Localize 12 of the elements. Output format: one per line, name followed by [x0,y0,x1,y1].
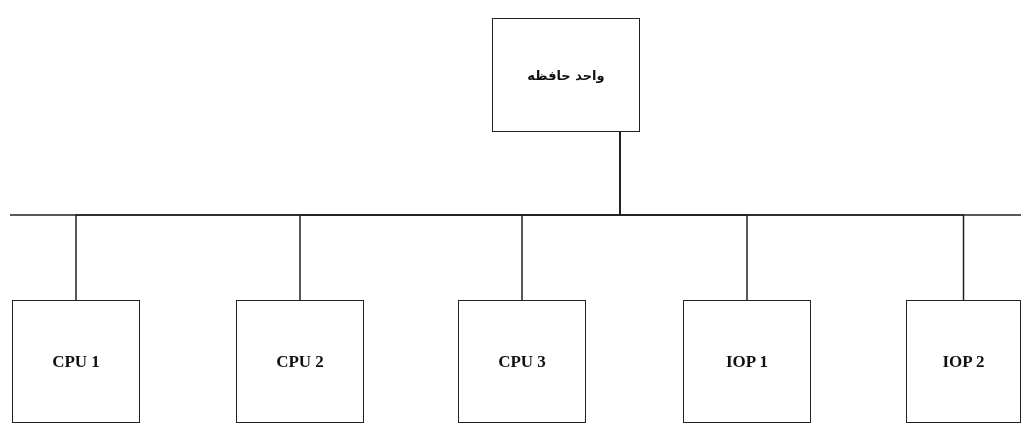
processor-box [236,300,364,423]
node-label: واحد حافظه [527,67,605,83]
node-label: CPU 2 [276,351,324,372]
processor-box [683,300,811,423]
node-label: CPU 1 [52,351,100,372]
processor-box [458,300,586,423]
node-label: CPU 3 [498,351,546,372]
node-label: IOP 2 [942,351,985,372]
processor-box [12,300,140,423]
memory-unit-box [492,18,640,132]
processor-box [906,300,1021,423]
node-label: IOP 1 [725,351,768,372]
